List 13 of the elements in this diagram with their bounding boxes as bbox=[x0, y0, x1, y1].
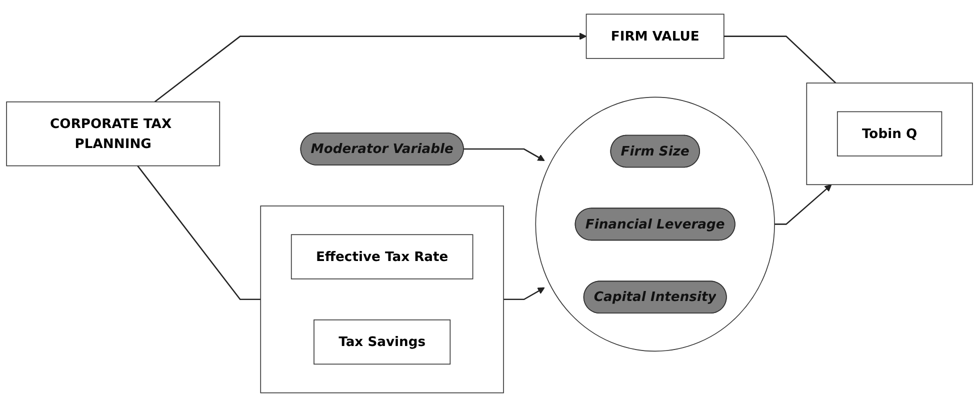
arrow bbox=[154, 32, 587, 102]
connector bbox=[137, 165, 261, 300]
cluster bbox=[260, 206, 504, 394]
node-box: Tax Savings bbox=[314, 319, 451, 365]
cluster bbox=[535, 96, 775, 352]
connector bbox=[724, 36, 836, 84]
node-box: Tobin Q bbox=[836, 111, 942, 156]
arrow bbox=[504, 287, 545, 300]
cluster bbox=[806, 82, 973, 186]
node-box: Effective Tax Rate bbox=[290, 234, 474, 280]
arrow bbox=[463, 148, 545, 162]
node-box: CORPORATE TAX PLANNING bbox=[6, 101, 220, 166]
node-box: FIRM VALUE bbox=[586, 14, 724, 59]
